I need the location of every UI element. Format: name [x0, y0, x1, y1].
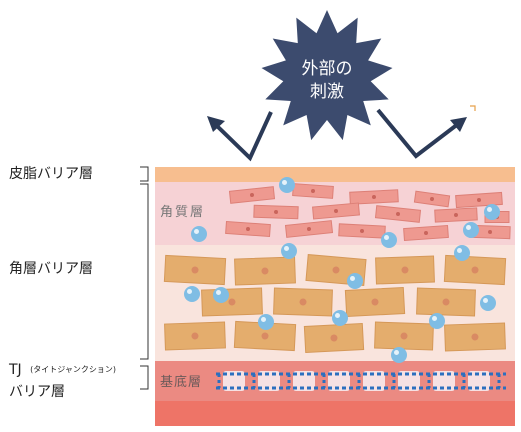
label-sebum-barrier: 皮脂バリア層	[9, 166, 93, 182]
moisture-droplet	[258, 314, 274, 330]
granular-cell	[375, 255, 435, 285]
horny-cell	[338, 223, 386, 239]
moisture-droplet	[429, 313, 445, 329]
granular-cell	[163, 254, 227, 286]
badge-text-line1: 外部の	[302, 59, 353, 79]
tight-junction-cell	[398, 371, 420, 391]
bracket-tj	[140, 365, 149, 390]
external-stimulus-badge	[261, 10, 393, 141]
tight-junctions	[216, 371, 506, 391]
horny-cell	[253, 204, 299, 220]
deflect-arrow-left	[207, 111, 273, 162]
label-tj: TJ (タイトジャンクション)	[9, 362, 116, 378]
moisture-droplet	[332, 310, 348, 326]
label-tj-main: TJ	[9, 362, 22, 378]
horny-cell	[434, 207, 478, 223]
bracket-sebum	[140, 166, 149, 182]
horny-cell	[403, 224, 449, 242]
granular-cell	[234, 256, 296, 286]
moisture-droplet	[281, 243, 297, 259]
moisture-droplet	[279, 177, 295, 193]
granular-cell	[273, 287, 333, 317]
horny-layer-label: 角質層	[160, 205, 205, 220]
tight-junction-cell	[363, 371, 385, 391]
basal-layer-label: 基底層	[160, 374, 202, 390]
moisture-droplet	[184, 286, 200, 302]
moisture-droplet	[480, 295, 496, 311]
moisture-droplet	[391, 347, 407, 363]
badge-text-line2: 刺激	[310, 82, 344, 102]
horny-cell	[455, 191, 503, 209]
tight-junction-cell	[468, 371, 490, 391]
horny-cells	[225, 183, 511, 242]
moisture-droplet	[213, 287, 229, 303]
moisture-droplet	[484, 204, 500, 220]
granular-cell	[443, 254, 507, 286]
granular-cells	[163, 253, 507, 354]
horny-cell	[228, 186, 276, 204]
tight-junction-cell	[258, 371, 280, 391]
label-stratum-corneum-barrier: 角層バリア層	[9, 261, 93, 277]
moisture-droplet	[454, 245, 470, 261]
tight-junction-cell	[223, 371, 245, 391]
horny-cell	[374, 205, 422, 223]
horny-cell	[225, 220, 271, 238]
horny-cell	[292, 183, 334, 199]
tight-junction-cell	[433, 371, 455, 391]
horny-cell	[413, 190, 451, 208]
horny-cell	[312, 202, 360, 220]
granular-cell	[416, 287, 476, 317]
moisture-droplet	[381, 232, 397, 248]
granular-cell	[344, 286, 406, 318]
bracket-stratum-corneum	[140, 183, 149, 360]
moisture-droplets	[184, 177, 500, 363]
granular-cell	[201, 287, 263, 317]
label-tj-sub: (タイトジャンクション)	[30, 365, 116, 374]
dermis-layer	[155, 401, 515, 426]
deflect-arrow-right	[376, 108, 467, 159]
moisture-droplet	[191, 226, 207, 242]
sebum-layer	[155, 167, 515, 182]
granular-cell	[374, 321, 434, 351]
small-accent-mark	[470, 105, 476, 111]
tight-junction-cell	[328, 371, 350, 391]
label-tj-barrier: バリア層	[9, 384, 65, 400]
horny-cell	[349, 189, 399, 205]
moisture-droplet	[347, 273, 363, 289]
horny-cell	[284, 220, 334, 238]
tight-junction-cell	[293, 371, 315, 391]
moisture-droplet	[463, 222, 479, 238]
granular-cell	[303, 322, 365, 354]
granular-cell	[444, 322, 506, 352]
granular-cell	[164, 321, 226, 351]
